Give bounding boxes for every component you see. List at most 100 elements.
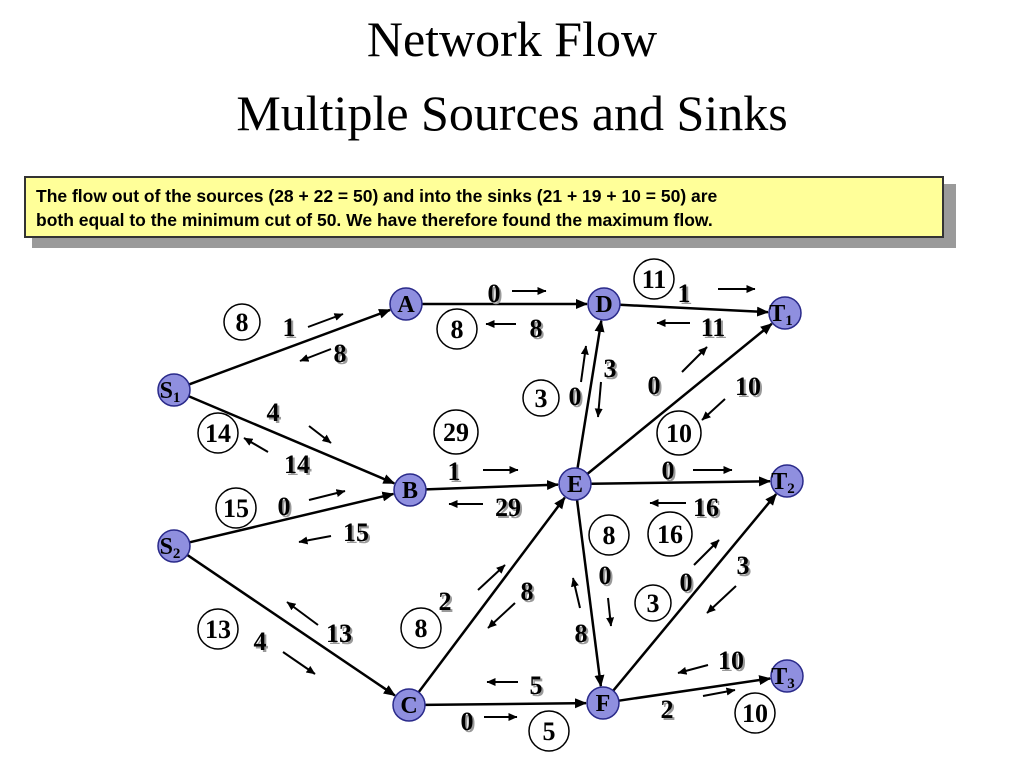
- forward-residual-s1-a: 11: [283, 313, 298, 344]
- node-circle: [392, 688, 426, 722]
- forward-residual-s2-c-shadow: 4: [256, 629, 269, 658]
- flow-ring-circle: [656, 410, 702, 456]
- forward-residual-f-t3-text: 2: [661, 695, 674, 724]
- forward-residual-e-t2: 00: [662, 456, 677, 487]
- flow-ring-f-t2: 3: [634, 584, 672, 622]
- flow-ring-e-f: 8: [588, 514, 630, 556]
- forward-arrow-f-t3: [702, 687, 736, 697]
- backward-arrow-f-t2: [706, 585, 737, 614]
- forward-residual-e-d: 00: [569, 382, 584, 413]
- forward-residual-s1-a-text: 1: [283, 313, 296, 342]
- backward-residual-e-t1-text: 10: [735, 372, 761, 401]
- forward-arrow-s2-c: [282, 651, 316, 675]
- node-circle: [389, 287, 423, 321]
- forward-arrow-s1-b: [308, 425, 332, 444]
- backward-residual-e-d-text: 3: [604, 354, 617, 383]
- callout-box: The flow out of the sources (28 + 22 = 5…: [24, 176, 944, 238]
- forward-residual-f-t2-shadow: 0: [682, 570, 695, 599]
- backward-residual-e-d-shadow: 3: [606, 356, 619, 385]
- flow-value: 29: [443, 418, 469, 447]
- backward-residual-c-e-text: 8: [521, 577, 534, 606]
- backward-residual-f-t2-text: 3: [737, 551, 750, 580]
- backward-residual-s1-b-text: 14: [284, 450, 310, 479]
- flow-ring-s2-c: 13: [197, 608, 239, 650]
- flow-ring-circle: [734, 692, 776, 734]
- forward-residual-s2-b-shadow: 0: [280, 494, 293, 523]
- flow-ring-f-t3: 10: [734, 692, 776, 734]
- flow-value: 8: [603, 521, 616, 550]
- backward-residual-s2-c-text: 13: [326, 619, 352, 648]
- flow-value: 8: [415, 614, 428, 643]
- forward-residual-e-t1: 00: [648, 371, 663, 402]
- forward-arrow-s2-b: [308, 489, 346, 501]
- callout-text: The flow out of the sources (28 + 22 = 5…: [36, 184, 932, 232]
- flow-ring-circle: [634, 584, 672, 622]
- backward-residual-f-t2-shadow: 3: [739, 553, 752, 582]
- backward-residual-s2-c-shadow: 13: [328, 621, 354, 650]
- edge-e-f: [575, 499, 605, 688]
- node-circle: [768, 296, 802, 330]
- forward-residual-s2-b-text: 0: [278, 492, 291, 521]
- small-arrows-layer: [243, 285, 756, 721]
- flow-ring-s2-b: 15: [215, 487, 257, 529]
- forward-arrow-f-t2: [693, 539, 720, 566]
- flow-ring-circle: [197, 412, 239, 454]
- forward-residual-e-f-shadow: 0: [601, 563, 614, 592]
- flow-ring-circle: [588, 514, 630, 556]
- flow-value: 3: [647, 589, 660, 618]
- backward-arrow-s2-b: [298, 535, 332, 545]
- forward-residual-b-e: 11: [448, 457, 463, 488]
- node-d: D: [587, 287, 621, 321]
- flow-ring-circle: [223, 303, 261, 341]
- backward-arrow-s1-a: [299, 348, 332, 362]
- node-label: D: [595, 292, 612, 318]
- backward-arrow-e-f: [571, 577, 581, 609]
- forward-residual-a-d: 00: [488, 279, 503, 310]
- backward-residual-c-f-text: 5: [530, 671, 543, 700]
- forward-residual-a-d-shadow: 0: [490, 281, 503, 310]
- flow-ring-circle: [633, 258, 675, 300]
- node-circle: [770, 659, 804, 693]
- backward-residual-c-f: 55: [530, 671, 545, 702]
- forward-residual-c-f-shadow: 0: [463, 709, 476, 738]
- edge-e-d: [576, 319, 605, 469]
- node-f: F: [586, 686, 620, 720]
- flow-ring-circle: [436, 308, 478, 350]
- backward-arrow-s1-b: [243, 437, 269, 453]
- forward-residual-b-e-text: 1: [448, 457, 461, 486]
- node-subscript: 2: [173, 546, 181, 562]
- backward-arrow-c-e: [487, 602, 516, 629]
- flow-value: 5: [543, 717, 556, 746]
- forward-residual-e-t2-text: 0: [662, 456, 675, 485]
- title-line-1: Network Flow: [366, 11, 658, 67]
- flow-value: 8: [451, 315, 464, 344]
- flow-value: 3: [535, 384, 548, 413]
- flow-ring-circle: [522, 379, 560, 417]
- forward-arrow-e-f: [606, 597, 615, 627]
- backward-residual-s1-a-text: 8: [334, 339, 347, 368]
- forward-residual-e-d-shadow: 0: [571, 384, 584, 413]
- node-circle: [157, 529, 191, 563]
- forward-residual-s1-b-shadow: 4: [269, 400, 282, 429]
- flow-value: 16: [657, 520, 683, 549]
- forward-arrow-s1-a: [307, 313, 344, 328]
- backward-residual-s1-a-shadow: 8: [336, 341, 349, 370]
- backward-residual-e-d: 33: [604, 354, 619, 385]
- backward-residual-a-d-text: 8: [530, 314, 543, 343]
- forward-residual-s1-b: 44: [267, 398, 282, 429]
- forward-residual-e-t2-shadow: 0: [664, 458, 677, 487]
- edges-layer: [186, 299, 778, 709]
- forward-residual-d-t1-text: 1: [678, 279, 691, 308]
- edge-s2-c: [186, 553, 396, 697]
- node-subscript: 2: [787, 481, 795, 497]
- backward-residual-b-e-text: 29: [495, 493, 521, 522]
- flow-ring-a-d: 8: [436, 308, 478, 350]
- node-label: B: [402, 478, 418, 504]
- flow-ring-circle: [197, 608, 239, 650]
- forward-residual-s2-c-text: 4: [254, 627, 267, 656]
